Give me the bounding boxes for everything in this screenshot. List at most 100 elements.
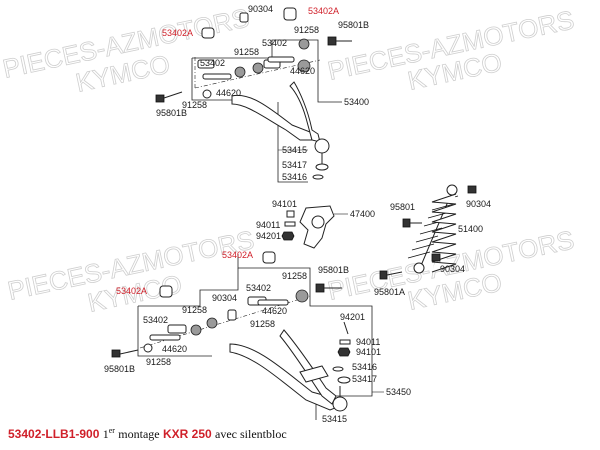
part-label-highlight: 53402A (116, 286, 147, 296)
part-label: 91258 (234, 47, 259, 57)
ring-53416 (332, 366, 344, 372)
nut-94201 (281, 231, 295, 241)
part-label: 94201 (340, 312, 365, 322)
part-label: 53450 (386, 387, 411, 397)
part-label: 44620 (262, 306, 287, 316)
bolt-95801b (327, 36, 352, 46)
part-label: 90304 (440, 264, 465, 274)
bushing-53402 (167, 324, 187, 334)
washer-91258 (297, 59, 311, 73)
part-label: 53402 (143, 315, 168, 325)
part-label: 91258 (182, 305, 207, 315)
lower-a-arm-53450 (279, 329, 337, 405)
washer-91258 (252, 62, 264, 74)
upper-frame-top (192, 39, 319, 59)
upper-a-arm-53400 (289, 81, 321, 143)
part-label-highlight: 53402A (222, 250, 253, 260)
washer-91258 (206, 317, 218, 329)
part-label: 53415 (282, 145, 307, 155)
upper-frame-right (317, 52, 342, 103)
part-label: 95801B (318, 265, 349, 275)
washer-91258 (298, 38, 310, 50)
nut-90304 (431, 253, 441, 262)
part-label: 91258 (250, 319, 275, 329)
part-label: 94011 (356, 337, 380, 347)
washer-small (143, 343, 153, 353)
collar-44620 (257, 299, 289, 306)
part-label: 95801B (338, 20, 369, 30)
part-label: 91258 (182, 100, 207, 110)
lower-frame-top (138, 268, 239, 307)
knuckle-assembly: 94101 94011 94201 47400 (256, 199, 375, 249)
shock-mount (299, 365, 329, 383)
silentbloc-53402a (159, 285, 173, 298)
footer-text-end: avec silentbloc (215, 427, 287, 441)
bolt-95801b (155, 91, 183, 103)
collar-44620 (267, 56, 295, 63)
footer-superscript: er (108, 426, 115, 435)
upper-frame (191, 58, 232, 101)
nut-90304 (467, 185, 477, 194)
part-label: 53402 (200, 58, 225, 68)
part-label: 53400 (344, 97, 369, 107)
part-label: 91258 (146, 357, 171, 367)
lower-arm-assembly: 53402A 91258 95801B 53402A 53402 90304 9… (104, 250, 411, 424)
part-label: 95801A (374, 287, 405, 297)
nut-94101 (337, 347, 351, 357)
part-label: 47400 (350, 209, 375, 219)
snap-ring-53417 (337, 376, 351, 384)
axis-line (194, 59, 321, 89)
bolt-shank (386, 271, 403, 276)
part-label: 53402 (246, 283, 271, 293)
part-label: 53402 (262, 38, 287, 48)
ring-53416 (312, 174, 324, 180)
cotter-pin-94201 (343, 321, 349, 335)
part-label: 53416 (352, 362, 377, 372)
bolt-95801 (402, 218, 411, 228)
part-label: 44620 (290, 66, 315, 76)
footer-number: 1 (102, 427, 109, 441)
part-label: 95801B (156, 108, 187, 118)
part-label: 44620 (162, 344, 187, 354)
washer-94011 (284, 221, 296, 227)
part-label: 91258 (282, 271, 307, 281)
silentbloc-53402a (283, 7, 297, 21)
footer-part-code: 53402-LLB1-900 (8, 427, 100, 441)
part-label: 94101 (356, 347, 381, 357)
washer-91258 (234, 66, 246, 78)
part-label: 94201 (256, 231, 281, 241)
part-label: 90304 (248, 4, 273, 14)
silentbloc-53402a (262, 251, 276, 264)
part-label: 53417 (282, 160, 307, 170)
collar-44620 (202, 73, 232, 80)
part-label: 44620 (216, 88, 241, 98)
nut-94101 (286, 210, 295, 218)
part-label: 51400 (458, 224, 483, 234)
part-label: 94101 (272, 199, 297, 209)
washer-small (202, 89, 212, 99)
upper-frame-lower (277, 102, 308, 183)
part-label: 94011 (256, 220, 280, 230)
knuckle-hub (311, 215, 325, 229)
snap-ring-53417 (315, 163, 329, 171)
upper-arm-assembly: 90304 53402A 95801B 53402A 91258 53402 9… (155, 4, 369, 183)
ball-joint-53415 (314, 138, 330, 154)
part-label: 53417 (352, 374, 377, 384)
footer-text-mid: montage (118, 427, 160, 441)
bolt-95801b (111, 349, 139, 358)
bushing-90304 (227, 309, 237, 321)
part-label: 53415 (322, 414, 347, 424)
collar-44620 (149, 334, 181, 341)
ball-joint-53415 (332, 396, 348, 412)
bolt-95801a (379, 270, 388, 280)
washer-94011 (339, 339, 351, 345)
bushing-53402 (197, 59, 215, 69)
shock-absorber-51400 (407, 184, 459, 274)
part-label: 90304 (466, 199, 491, 209)
washer-91258 (190, 324, 202, 336)
silentbloc-53402a (201, 27, 215, 39)
lower-frame (237, 254, 311, 292)
bushing-90304 (239, 12, 249, 23)
part-label: 90304 (212, 293, 237, 303)
